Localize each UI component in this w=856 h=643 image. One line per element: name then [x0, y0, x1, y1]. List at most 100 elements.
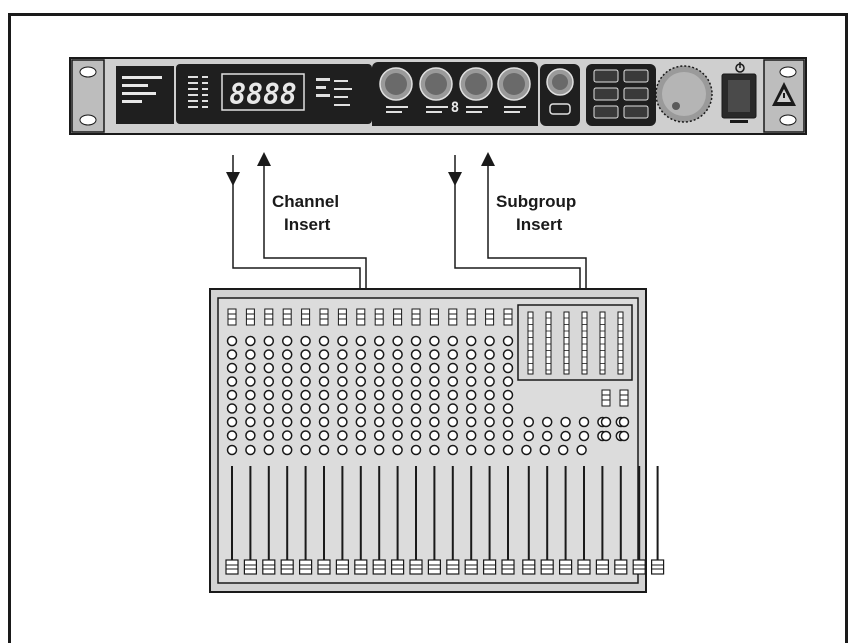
channel-knob[interactable]: [392, 444, 403, 456]
channel-knob[interactable]: [281, 376, 293, 387]
channel-knob[interactable]: [245, 362, 256, 374]
channel-knob[interactable]: [410, 376, 422, 387]
channel-knob[interactable]: [263, 444, 275, 456]
channel-knob[interactable]: [484, 416, 495, 428]
parameter-knob[interactable]: [497, 67, 531, 101]
subgroup-knob[interactable]: [523, 430, 535, 442]
channel-knob[interactable]: [355, 444, 367, 456]
channel-knob[interactable]: [429, 444, 440, 456]
channel-knob[interactable]: [281, 349, 293, 360]
master-knob[interactable]: [600, 416, 612, 428]
channel-knob[interactable]: [281, 335, 293, 347]
channel-knob[interactable]: [447, 444, 459, 456]
function-button[interactable]: [593, 105, 619, 119]
function-button[interactable]: [593, 87, 619, 101]
channel-knob[interactable]: [300, 403, 311, 414]
channel-knob[interactable]: [429, 349, 440, 360]
master-button[interactable]: [601, 389, 611, 407]
channel-knob[interactable]: [318, 362, 330, 374]
channel-knob[interactable]: [392, 403, 403, 414]
jog-wheel[interactable]: [655, 65, 713, 123]
channel-knob[interactable]: [226, 362, 238, 374]
subgroup-knob[interactable]: [523, 416, 535, 428]
channel-knob[interactable]: [465, 444, 477, 456]
channel-knob[interactable]: [318, 376, 330, 387]
channel-knob[interactable]: [410, 430, 422, 441]
channel-fader[interactable]: [483, 559, 497, 575]
subgroup-knob[interactable]: [560, 430, 571, 442]
channel-knob[interactable]: [429, 362, 440, 374]
channel-knob[interactable]: [300, 430, 311, 441]
channel-fader[interactable]: [317, 559, 331, 575]
channel-knob[interactable]: [226, 416, 238, 428]
channel-knob[interactable]: [373, 430, 385, 441]
channel-knob[interactable]: [373, 335, 385, 347]
channel-knob[interactable]: [281, 416, 293, 428]
channel-knob[interactable]: [226, 403, 238, 414]
channel-knob[interactable]: [410, 335, 422, 347]
channel-knob[interactable]: [484, 376, 495, 387]
channel-knob[interactable]: [557, 444, 569, 456]
channel-knob[interactable]: [226, 444, 238, 456]
channel-knob[interactable]: [429, 376, 440, 387]
channel-knob[interactable]: [410, 349, 422, 360]
channel-knob[interactable]: [392, 416, 403, 428]
channel-knob[interactable]: [410, 416, 422, 428]
channel-knob[interactable]: [263, 335, 275, 347]
channel-button[interactable]: [245, 308, 255, 326]
channel-knob[interactable]: [447, 362, 459, 374]
channel-fader[interactable]: [354, 559, 368, 575]
channel-knob[interactable]: [226, 389, 238, 401]
channel-button[interactable]: [374, 308, 384, 326]
mix-knob[interactable]: [546, 68, 574, 96]
channel-knob[interactable]: [502, 349, 514, 360]
function-button[interactable]: [623, 69, 649, 83]
channel-knob[interactable]: [447, 335, 459, 347]
channel-knob[interactable]: [318, 389, 330, 401]
channel-knob[interactable]: [263, 416, 275, 428]
channel-knob[interactable]: [355, 403, 367, 414]
channel-knob[interactable]: [484, 335, 495, 347]
channel-knob[interactable]: [392, 349, 403, 360]
parameter-knob[interactable]: [419, 67, 453, 101]
channel-knob[interactable]: [355, 335, 367, 347]
channel-knob[interactable]: [355, 349, 367, 360]
channel-button[interactable]: [393, 308, 403, 326]
channel-knob[interactable]: [226, 349, 238, 360]
channel-knob[interactable]: [318, 403, 330, 414]
channel-fader[interactable]: [262, 559, 276, 575]
channel-knob[interactable]: [392, 430, 403, 441]
channel-knob[interactable]: [300, 335, 311, 347]
channel-knob[interactable]: [337, 430, 348, 441]
function-button[interactable]: [593, 69, 619, 83]
channel-knob[interactable]: [281, 430, 293, 441]
channel-knob[interactable]: [300, 349, 311, 360]
channel-knob[interactable]: [373, 362, 385, 374]
channel-knob[interactable]: [355, 376, 367, 387]
channel-knob[interactable]: [502, 430, 514, 441]
channel-knob[interactable]: [373, 349, 385, 360]
channel-button[interactable]: [319, 308, 329, 326]
channel-knob[interactable]: [355, 416, 367, 428]
channel-knob[interactable]: [245, 403, 256, 414]
channel-knob[interactable]: [502, 403, 514, 414]
subgroup-fader[interactable]: [650, 559, 665, 575]
channel-button[interactable]: [301, 308, 311, 326]
channel-knob[interactable]: [337, 362, 348, 374]
channel-knob[interactable]: [429, 335, 440, 347]
channel-knob[interactable]: [392, 376, 403, 387]
channel-knob[interactable]: [484, 362, 495, 374]
channel-button[interactable]: [227, 308, 237, 326]
function-button[interactable]: [623, 105, 649, 119]
subgroup-knob[interactable]: [578, 416, 590, 428]
parameter-knob[interactable]: [379, 67, 413, 101]
channel-knob[interactable]: [263, 362, 275, 374]
channel-knob[interactable]: [502, 335, 514, 347]
channel-knob[interactable]: [337, 335, 348, 347]
channel-button[interactable]: [503, 308, 513, 326]
master-knob[interactable]: [600, 430, 612, 442]
channel-knob[interactable]: [281, 389, 293, 401]
channel-knob[interactable]: [392, 389, 403, 401]
channel-fader[interactable]: [280, 559, 294, 575]
channel-knob[interactable]: [392, 335, 403, 347]
